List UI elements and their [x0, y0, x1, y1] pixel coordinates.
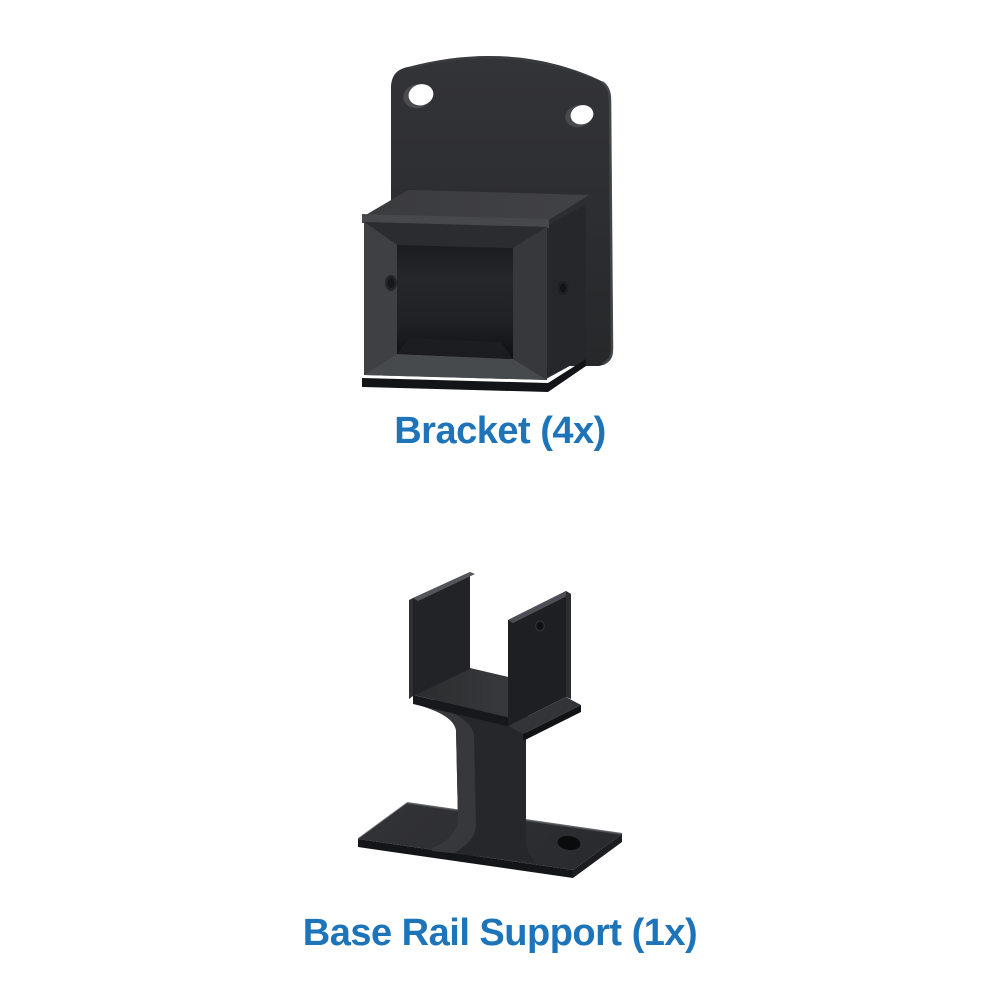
base-rail-support-illustration: [357, 572, 623, 878]
left-plate-top-edge: [413, 572, 475, 601]
socket-bottom-face: [362, 359, 586, 392]
socket-top-face: [364, 190, 589, 221]
bracket-illustration: [362, 55, 614, 392]
socket-cap-front-edge: [362, 214, 549, 228]
bracket-mounting-hole-left: [403, 83, 434, 109]
base-plate-front-edge: [358, 839, 573, 878]
left-plate-left-edge: [409, 598, 413, 699]
base-rail-support-caption-label: Base Rail Support (1x): [302, 912, 698, 954]
support-right-plate: [508, 591, 581, 741]
right-plate-screw-hole: [535, 620, 545, 632]
bracket-caption-label: Bracket (4x): [394, 410, 606, 452]
stem-web-front-edge: [415, 704, 476, 853]
channel-floor-front-edge: [413, 695, 511, 727]
socket-screw-hole-left: [385, 275, 397, 291]
left-plate-face: [413, 572, 470, 696]
support-left-plate: [409, 572, 475, 699]
socket-opening: [397, 245, 513, 359]
socket-screw-hole-right: [557, 281, 569, 295]
stem-web-side-face: [415, 690, 548, 863]
bracket-figure: [350, 30, 650, 415]
right-plate-foot-lip-edge: [523, 705, 581, 741]
base-rail-support-caption: Base Rail Support (1x): [0, 911, 1000, 955]
bracket-socket-box: [362, 190, 589, 392]
base-rail-support-figure: [340, 552, 670, 937]
support-stem: [415, 690, 548, 863]
right-plate-foot-lip: [508, 697, 581, 734]
right-plate-right-edge: [566, 591, 571, 699]
base-plate-anchor-hole: [557, 835, 581, 851]
base-plate-right-edge: [573, 834, 622, 878]
bracket-mounting-hole-right: [565, 104, 594, 128]
right-plate-top-edge: [508, 591, 571, 623]
bracket-caption: Bracket (4x): [0, 409, 1000, 453]
right-plate-face: [508, 591, 566, 726]
